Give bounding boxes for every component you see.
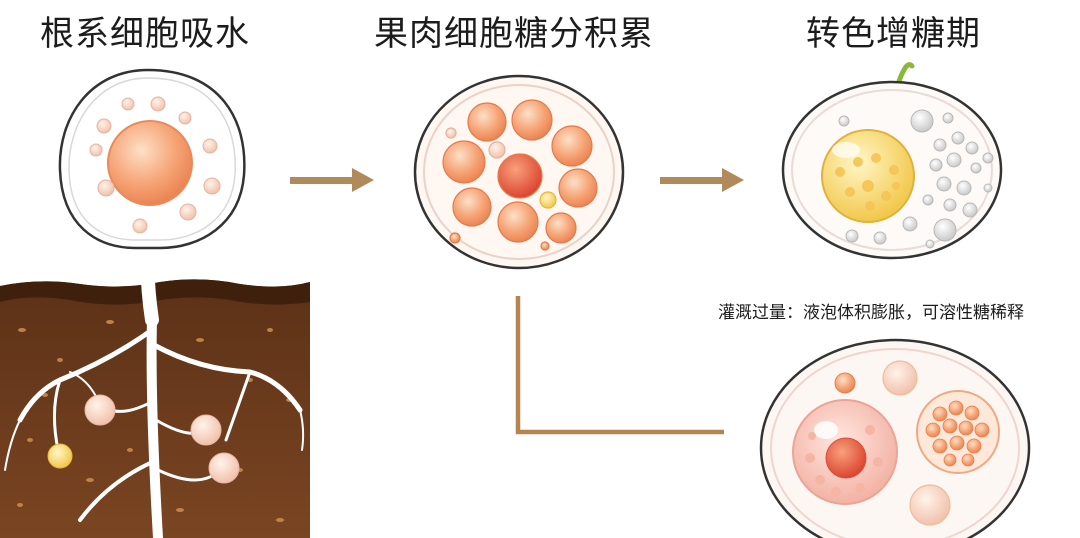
grey-starch-granules (838, 109, 994, 249)
arrow-pulp-to-ripening (660, 168, 744, 192)
root-water-droplets (47, 394, 240, 484)
pulp-cell (413, 74, 625, 270)
title-pulp-sugar-accumulation: 果肉细胞糖分积累 (374, 14, 654, 54)
arrow-root-to-pulp (290, 168, 374, 192)
title-ripening-stage: 转色增糖期 (806, 14, 981, 54)
title-root-water-absorption: 根系细胞吸水 (40, 14, 250, 54)
root-cell-vacuole (107, 120, 193, 206)
over-irrigation-note: 灌溉过量：液泡体积膨胀，可溶性糖稀释 (718, 303, 1024, 323)
root-hair-cell (58, 68, 246, 250)
diluted-cell (759, 338, 1031, 538)
pulp-sugar-vacuoles (442, 99, 598, 251)
ripening-cell (781, 62, 1003, 260)
connector-line (515, 296, 724, 435)
